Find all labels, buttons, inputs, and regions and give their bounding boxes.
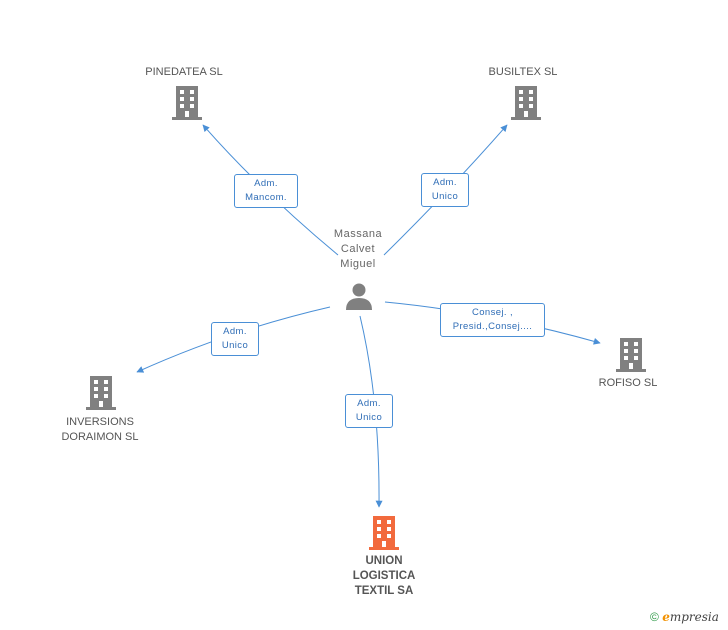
edge-label-line: Unico	[431, 191, 459, 202]
edge-label-line: Mancom.	[245, 192, 287, 203]
brand-name: mpresia	[669, 610, 719, 624]
company-label-busiltex[interactable]: BUSILTEX SL	[488, 66, 558, 78]
edge-label-line: Adm.	[433, 177, 457, 188]
edge-label-line: Consej. ,	[471, 307, 514, 318]
edge-label-rofiso[interactable]: Consej. , Presid.,Consej....	[440, 303, 545, 337]
edge-label-union[interactable]: Adm. Unico	[345, 394, 393, 428]
edge-label-busiltex[interactable]: Adm. Unico	[421, 173, 469, 207]
copyright-icon: ©	[650, 610, 659, 624]
company-label-line: INVERSIONS	[66, 416, 134, 428]
edge-label-line: Unico	[221, 340, 249, 351]
person-icon[interactable]	[344, 282, 374, 310]
company-label-line: TEXTIL SA	[354, 585, 414, 597]
company-label-line: LOGISTICA	[352, 570, 416, 582]
brand-footer[interactable]: © empresia	[650, 610, 719, 624]
building-icon[interactable]	[171, 86, 203, 120]
brand-logo: empresia	[662, 610, 719, 624]
edge-label-line: Presid.,Consej....	[452, 321, 533, 332]
edge-label-inversions[interactable]: Adm. Unico	[211, 322, 259, 356]
building-icon[interactable]	[85, 376, 117, 410]
edge-label-pinedatea[interactable]: Adm. Mancom.	[234, 174, 298, 208]
building-icon[interactable]	[510, 86, 542, 120]
person-name-line: Massana	[333, 228, 383, 240]
company-label-line: DORAIMON SL	[61, 431, 139, 443]
company-label-rofiso[interactable]: ROFISO SL	[598, 377, 658, 389]
edge-label-line: Adm.	[357, 398, 381, 409]
company-label-union[interactable]: UNION LOGISTICA TEXTIL SA	[324, 554, 444, 599]
edge-label-line: Adm.	[223, 326, 247, 337]
company-label-line: UNION	[365, 555, 403, 567]
company-label-pinedatea[interactable]: PINEDATEA SL	[145, 66, 223, 78]
person-name-line: Miguel	[340, 258, 376, 270]
person-name-label[interactable]: Massana Calvet Miguel	[318, 227, 398, 272]
edge-label-line: Adm.	[254, 178, 278, 189]
building-icon[interactable]	[615, 338, 647, 372]
company-label-inversions[interactable]: INVERSIONS DORAIMON SL	[40, 415, 160, 445]
brand-initial: e	[662, 610, 670, 624]
person-name-line: Calvet	[340, 243, 376, 255]
building-icon[interactable]	[368, 516, 400, 550]
edge-label-line: Unico	[355, 412, 383, 423]
